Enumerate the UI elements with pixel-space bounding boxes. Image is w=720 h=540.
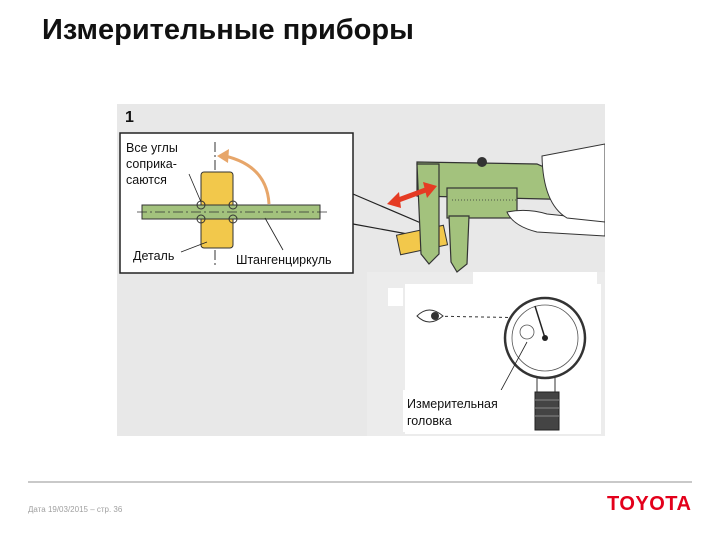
caliper-slider xyxy=(446,187,518,219)
toyota-logo: TOYOTA xyxy=(607,493,692,515)
inset-frame xyxy=(119,132,354,274)
caliper-fixed-jaw xyxy=(416,163,440,265)
inset-label-corners-1: Все углы xyxy=(126,141,178,155)
leader-part xyxy=(180,241,208,253)
inset-label-corners-2: соприка- xyxy=(126,157,177,171)
inset-label-caliper: Штангенциркуль xyxy=(236,253,332,267)
footer-divider xyxy=(28,481,692,483)
rotation-arc xyxy=(224,154,271,205)
gauge-small-dial xyxy=(519,324,535,340)
caliper-illustration xyxy=(387,143,606,273)
leader-corners xyxy=(188,173,202,203)
contact-point-3 xyxy=(196,214,206,224)
contact-point-2 xyxy=(228,200,238,210)
leader-caliper xyxy=(264,217,284,251)
movement-arrow-head-left xyxy=(387,192,401,208)
measuring-instruments-figure: 1 Все углы соприка- саются Деталь Штанге… xyxy=(117,104,606,436)
eye-pupil xyxy=(431,312,439,320)
gauge-needle xyxy=(534,305,546,339)
lower-left-panel xyxy=(117,272,367,436)
gauge-spindle xyxy=(534,391,560,431)
dial-gauge-illustration xyxy=(416,296,587,431)
gauge-label-line2: головка xyxy=(407,414,452,428)
leader-gauge xyxy=(498,341,528,395)
gauge-number-box xyxy=(388,288,403,306)
footer-date-page: Дата 19/03/2015 – стр. 36 xyxy=(28,505,123,514)
hand-palm xyxy=(541,143,606,223)
caliper-lock-screw xyxy=(477,157,487,167)
gauge-hub xyxy=(542,335,548,341)
rotation-arc-arrowhead xyxy=(217,149,229,163)
inset-label-corners-3: саются xyxy=(126,173,167,187)
inset-label-part: Деталь xyxy=(133,249,174,263)
sight-line xyxy=(426,315,540,319)
caliper-moving-jaw xyxy=(448,215,470,273)
gauge-panel-top-strip xyxy=(473,272,597,288)
contact-point-4 xyxy=(228,214,238,224)
figure-number: 1 xyxy=(125,109,134,126)
gauge-label-background xyxy=(403,390,515,432)
page-title: Измерительные приборы xyxy=(42,14,414,46)
movement-arrow-head-right xyxy=(423,182,437,198)
gauge-label-line1: Измерительная xyxy=(407,397,498,411)
